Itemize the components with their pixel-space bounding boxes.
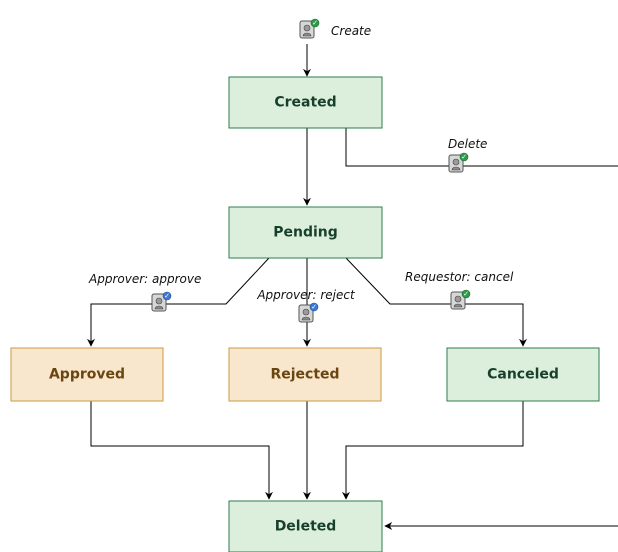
delete-user-icon[interactable]: ✓ bbox=[448, 152, 469, 173]
create-label: Create bbox=[331, 24, 371, 38]
state-created[interactable]: Created bbox=[228, 76, 383, 129]
approve-label: Approver: approve bbox=[88, 272, 201, 286]
svg-text:✓: ✓ bbox=[311, 303, 317, 311]
cancel-user-icon[interactable]: ✓ bbox=[450, 289, 471, 310]
state-deleted[interactable]: Deleted bbox=[228, 500, 383, 552]
transition-labels: Create Delete Approver: approve Approver… bbox=[88, 24, 514, 302]
approve-user-icon[interactable]: ✓ bbox=[151, 291, 172, 312]
svg-text:✓: ✓ bbox=[164, 292, 170, 300]
create-user-icon[interactable]: ✓ bbox=[299, 18, 320, 39]
edge-approved-to-deleted bbox=[90, 401, 273, 500]
state-canceled[interactable]: Canceled bbox=[446, 347, 600, 402]
state-deleted-label: Deleted bbox=[275, 519, 337, 535]
edge-delete bbox=[345, 128, 618, 167]
svg-text:✓: ✓ bbox=[312, 19, 318, 27]
edge-canceled-to-deleted bbox=[342, 401, 524, 500]
svg-text:✓: ✓ bbox=[463, 290, 469, 298]
state-created-label: Created bbox=[274, 95, 336, 111]
delete-label: Delete bbox=[448, 137, 487, 151]
cancel-label: Requestor: cancel bbox=[405, 270, 514, 284]
state-approved-label: Approved bbox=[49, 367, 125, 383]
state-pending-label: Pending bbox=[273, 225, 338, 241]
reject-user-icon[interactable]: ✓ bbox=[298, 302, 319, 323]
state-canceled-label: Canceled bbox=[487, 367, 559, 383]
state-rejected-label: Rejected bbox=[270, 367, 339, 383]
state-rejected[interactable]: Rejected bbox=[228, 347, 382, 402]
state-approved[interactable]: Approved bbox=[10, 347, 164, 402]
reject-label: Approver: reject bbox=[256, 288, 356, 302]
svg-text:✓: ✓ bbox=[461, 153, 467, 161]
state-pending[interactable]: Pending bbox=[228, 206, 383, 259]
